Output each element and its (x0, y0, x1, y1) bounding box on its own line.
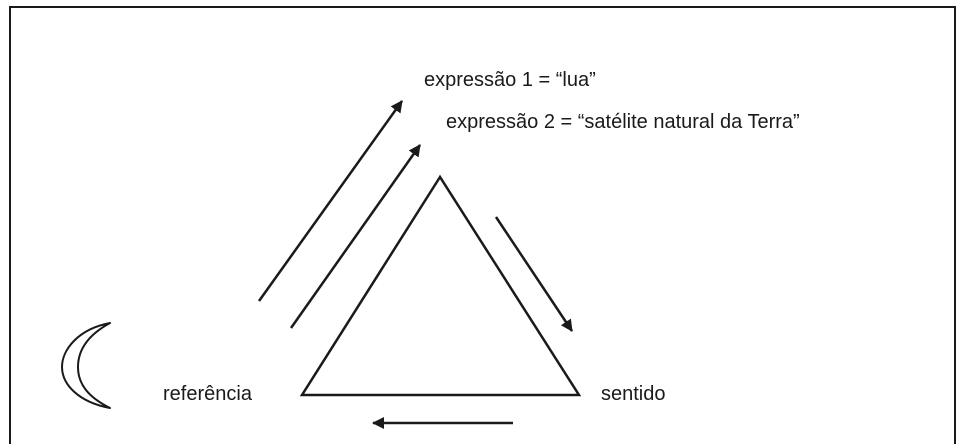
expression-2-label: expressão 2 = “satélite natural da Terra… (446, 111, 800, 133)
sense-label: sentido (601, 383, 666, 405)
semiotic-triangle (299, 174, 582, 397)
arrow-reference-to-expression-2 (289, 144, 422, 329)
reference-label: referência (163, 383, 253, 405)
crescent-moon-icon (61, 322, 111, 409)
expression-1-label: expressão 1 = “lua” (424, 69, 596, 91)
diagram-frame (9, 6, 956, 444)
arrow-reference-to-expression-1 (257, 100, 404, 302)
arrow-expression-to-sense (494, 216, 574, 332)
